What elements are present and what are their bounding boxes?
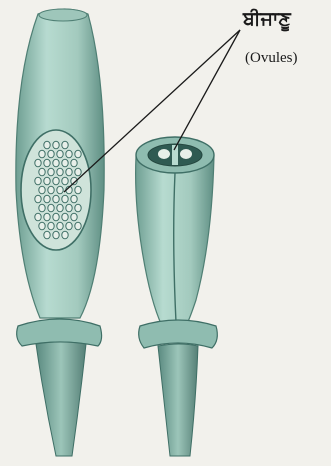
ovule: [71, 213, 77, 221]
ovules-label-english: (Ovules): [245, 50, 298, 67]
ovule: [57, 168, 63, 176]
ovule: [57, 186, 63, 194]
ovule: [53, 177, 59, 185]
ovule: [44, 177, 50, 185]
ovule: [44, 159, 50, 167]
ovule: [35, 195, 41, 203]
ovule: [75, 150, 81, 158]
ovule: [62, 141, 68, 149]
ovule: [75, 222, 81, 230]
ovule: [39, 186, 45, 194]
ovule: [62, 231, 68, 239]
ovule: [35, 177, 41, 185]
ovule: [62, 177, 68, 185]
ovule: [44, 213, 50, 221]
ovary-longitudinal-section: [16, 9, 104, 456]
ovule: [75, 204, 81, 212]
ovule: [62, 159, 68, 167]
ovule: [48, 150, 54, 158]
ovule: [44, 231, 50, 239]
ovule: [44, 195, 50, 203]
leader-line-to-transverse-ovules: [174, 30, 240, 150]
ovule: [48, 186, 54, 194]
ovule: [53, 213, 59, 221]
ovule: [48, 222, 54, 230]
ovule-cross-right: [180, 149, 192, 159]
ovule: [62, 213, 68, 221]
ovules-label-punjabi: ਬੀਜਾਣੂ: [243, 8, 291, 30]
left-stalk: [36, 342, 86, 456]
ovule: [35, 213, 41, 221]
ovule: [57, 204, 63, 212]
ovule: [66, 168, 72, 176]
ovule: [53, 159, 59, 167]
ovule: [71, 159, 77, 167]
ovule: [39, 168, 45, 176]
ovule: [66, 204, 72, 212]
ovule: [71, 195, 77, 203]
ovule-cross-left: [158, 149, 170, 159]
left-ovary-top: [39, 9, 87, 21]
ovule: [53, 195, 59, 203]
ovule: [66, 150, 72, 158]
ovule: [75, 186, 81, 194]
ovule: [39, 222, 45, 230]
ovule: [53, 141, 59, 149]
ovule: [44, 141, 50, 149]
ovule: [39, 150, 45, 158]
ovule: [35, 159, 41, 167]
right-stalk: [158, 344, 198, 456]
ovule: [57, 222, 63, 230]
ovule: [53, 231, 59, 239]
ovule: [75, 168, 81, 176]
ovary-transverse-section: [136, 137, 218, 456]
ovule: [48, 168, 54, 176]
ovule: [57, 150, 63, 158]
ovule: [66, 222, 72, 230]
ovule: [48, 204, 54, 212]
ovule: [62, 195, 68, 203]
ovule: [39, 204, 45, 212]
